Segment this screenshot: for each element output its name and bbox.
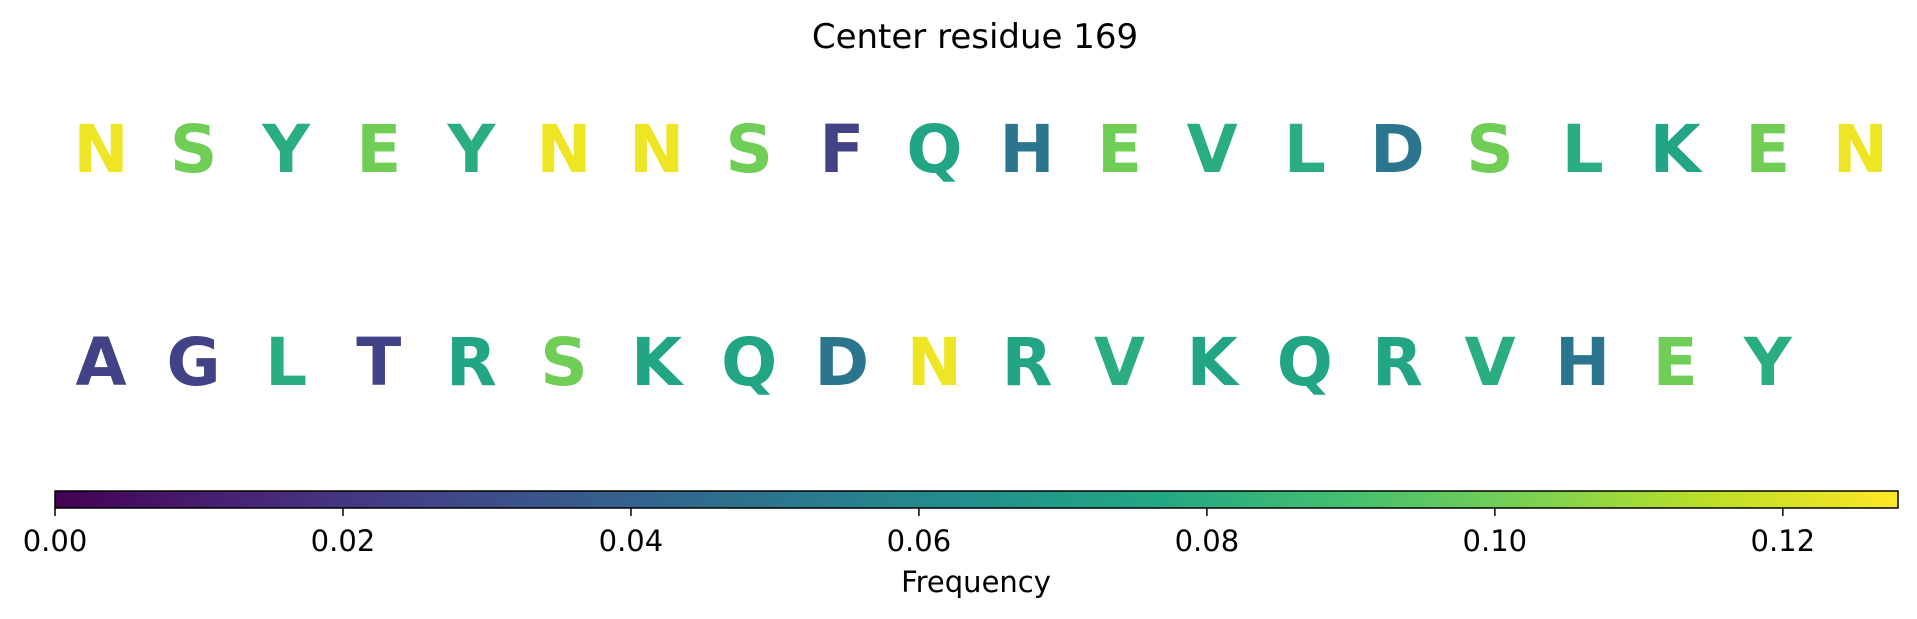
residue-letter: N: [907, 324, 962, 401]
residue-letter: V: [1464, 324, 1515, 401]
residue-letter: N: [73, 111, 128, 188]
colorbar-tick-label: 0.02: [311, 524, 376, 558]
residue-letter: S: [540, 324, 588, 401]
residue-letter: E: [356, 111, 401, 188]
residue-letter: L: [1284, 111, 1326, 188]
residue-letter: K: [1187, 324, 1241, 401]
colorbar: [54, 490, 1899, 509]
residue-letter: K: [1650, 111, 1704, 188]
residue-letter: T: [356, 324, 401, 401]
residue-letter: E: [1097, 111, 1142, 188]
residue-letter: Q: [721, 324, 777, 401]
residue-letter: Q: [906, 111, 962, 188]
residue-letter: K: [631, 324, 685, 401]
colorbar-tick-label: 0.10: [1463, 524, 1528, 558]
residue-letter: Q: [1277, 324, 1333, 401]
colorbar-tick-label: 0.04: [599, 524, 664, 558]
colorbar-tick-label: 0.12: [1751, 524, 1816, 558]
residue-letter: S: [725, 111, 773, 188]
residue-letter: L: [1562, 111, 1604, 188]
residue-letter: S: [1466, 111, 1514, 188]
residue-letter: F: [819, 111, 864, 188]
colorbar-tick-label: 0.06: [887, 524, 952, 558]
residue-letter: V: [1187, 111, 1238, 188]
residue-letter: R: [1372, 324, 1423, 401]
residue-letter: A: [75, 324, 126, 401]
residue-letter: Y: [1743, 324, 1793, 401]
residue-letter: Y: [261, 111, 311, 188]
residue-letter: V: [1094, 324, 1145, 401]
colorbar-ticks: 0.00 0.02 0.04 0.06 0.08 0.10 0.12: [23, 508, 1815, 558]
residue-letter: N: [536, 111, 591, 188]
residue-letter: S: [170, 111, 218, 188]
residue-letter: L: [265, 324, 307, 401]
chart-title: Center residue 169: [812, 17, 1138, 57]
residue-letter: E: [1653, 324, 1698, 401]
residue-letter: H: [999, 111, 1054, 188]
residue-letter: Y: [447, 111, 497, 188]
residue-letter: R: [446, 324, 497, 401]
colorbar-tick-label: 0.00: [23, 524, 88, 558]
residue-letter: E: [1745, 111, 1790, 188]
residue-letter: G: [167, 324, 221, 401]
residue-letter: D: [814, 324, 869, 401]
colorbar-tick-label: 0.08: [1175, 524, 1240, 558]
residue-letter: N: [629, 111, 684, 188]
residue-letter: N: [1833, 111, 1888, 188]
residue-letter: H: [1555, 324, 1610, 401]
colorbar-label: Frequency: [901, 565, 1051, 599]
residue-letter: R: [1002, 324, 1053, 401]
residue-letter: D: [1370, 111, 1425, 188]
